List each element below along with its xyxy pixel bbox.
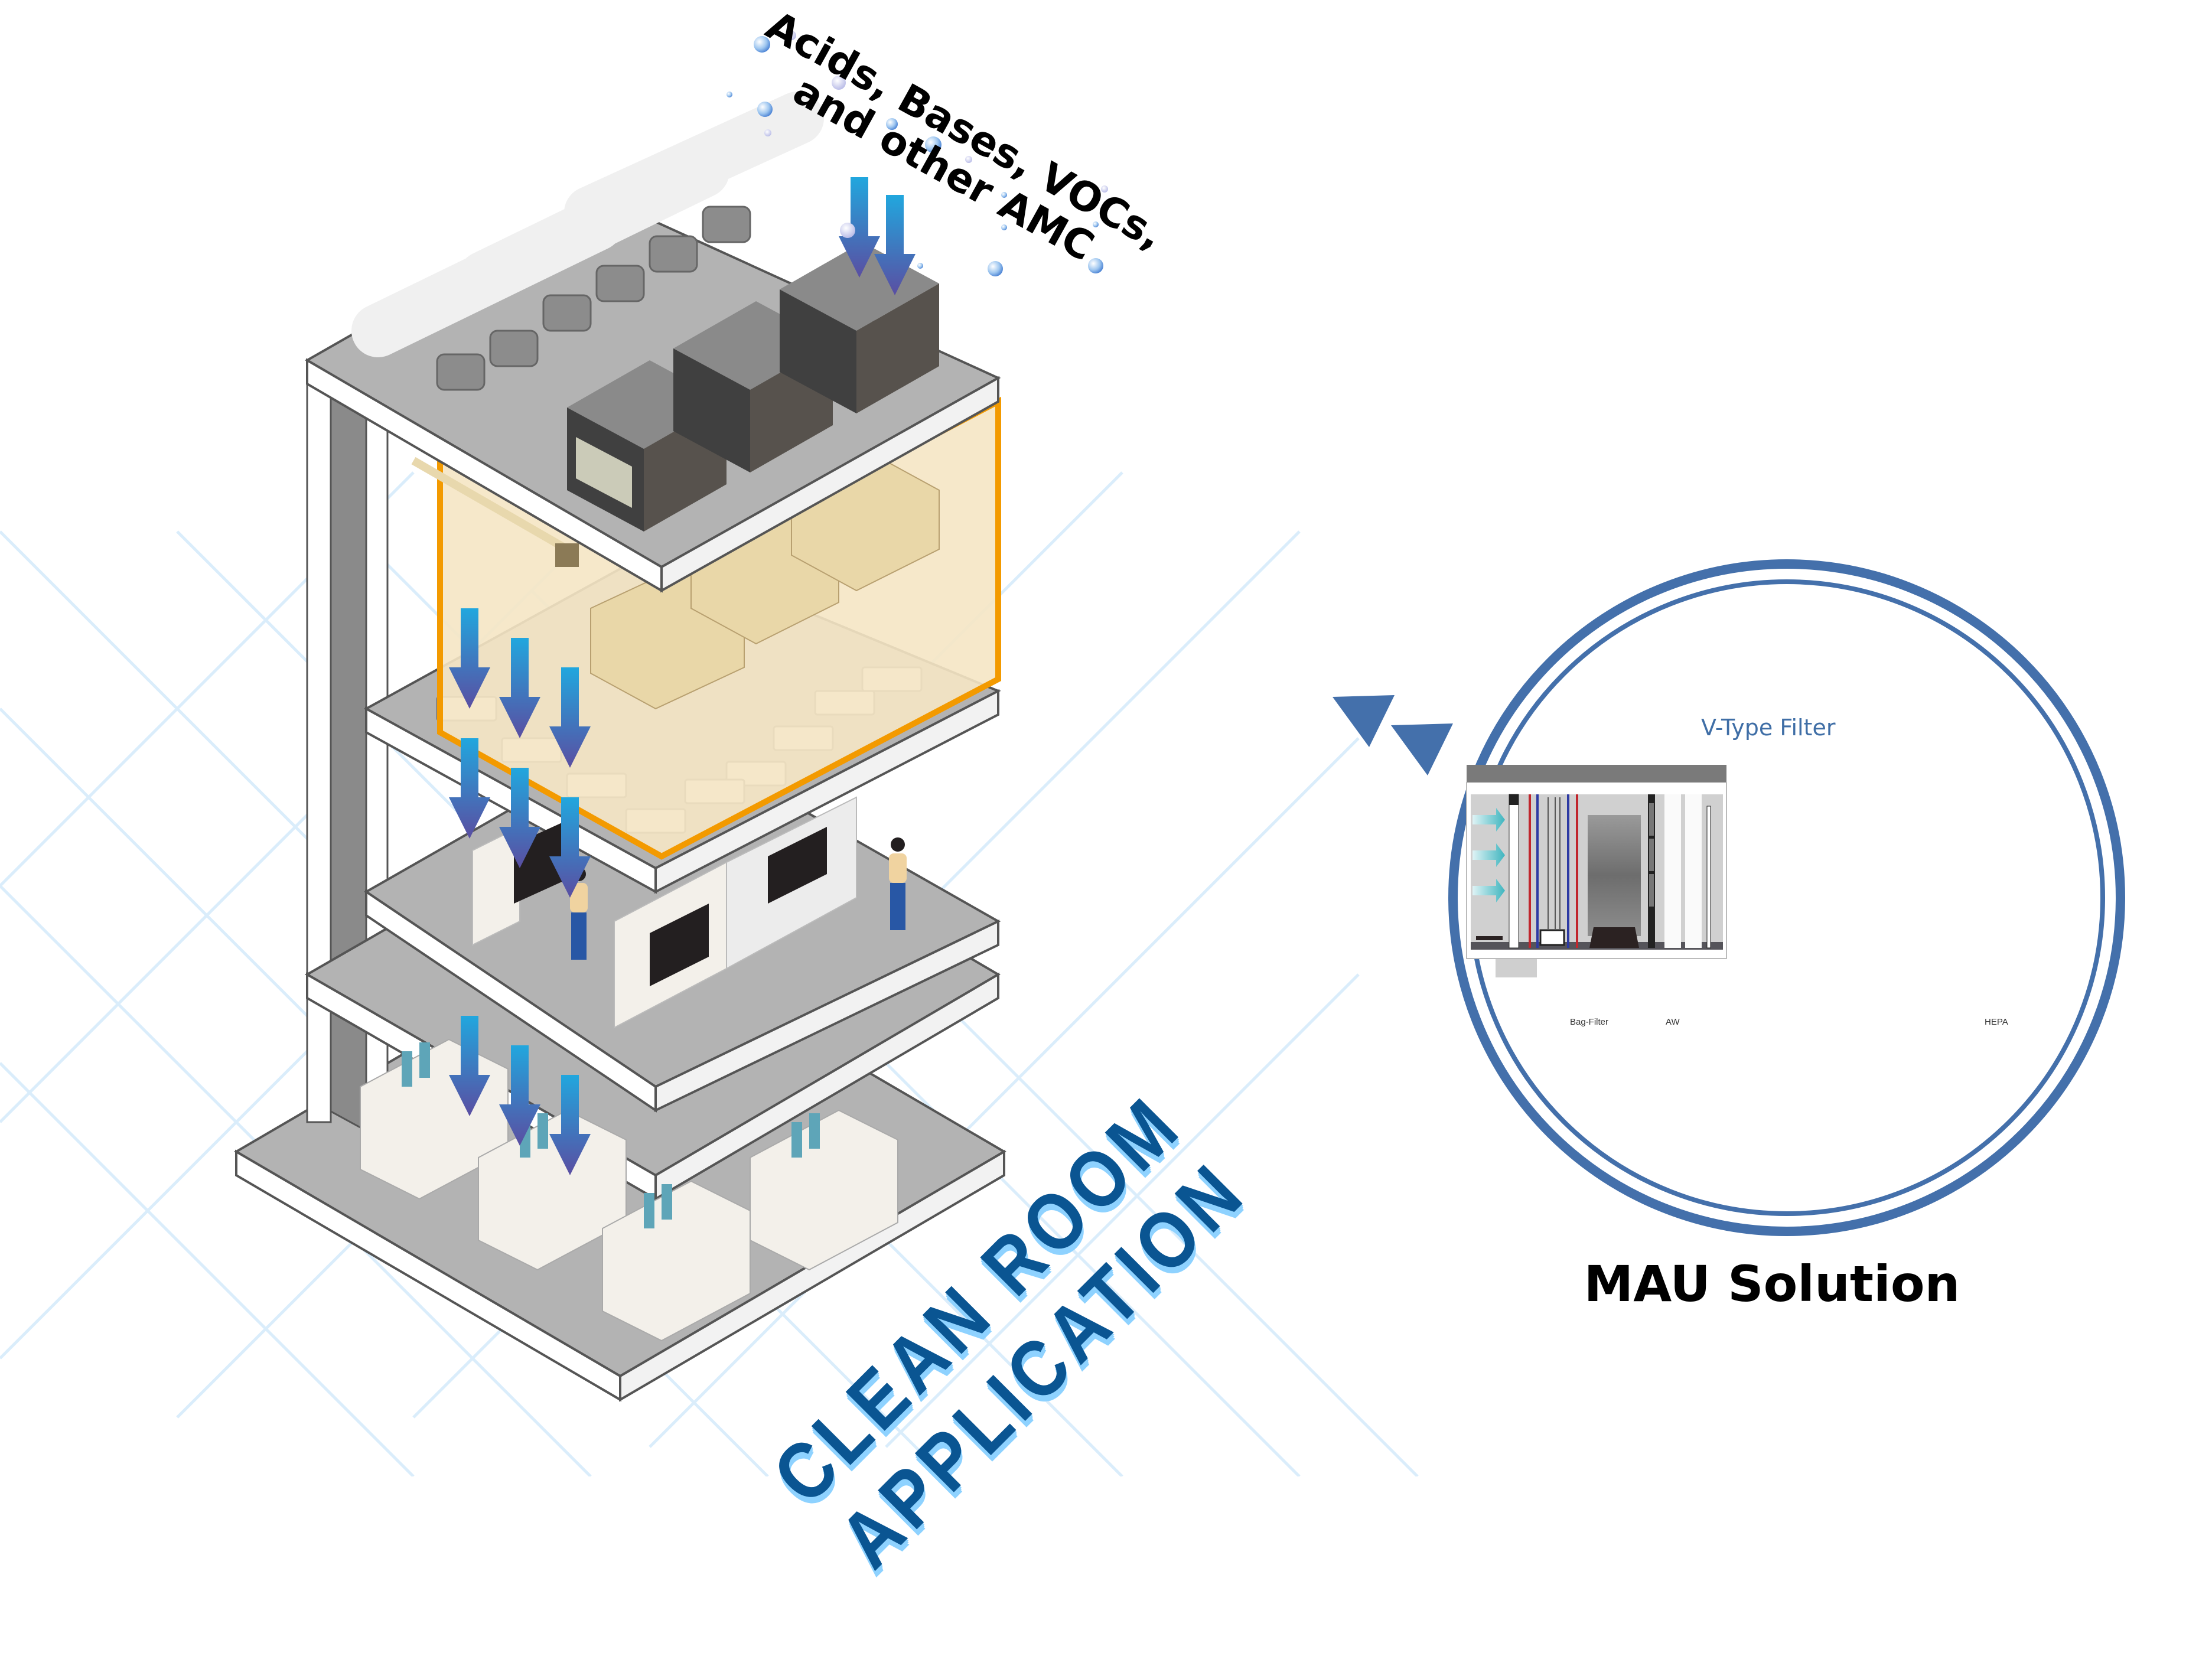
process-equipment <box>360 1038 898 1342</box>
aw-label: AW <box>1666 1017 1680 1027</box>
down-arrow-icon <box>499 638 540 738</box>
pointer-triangles <box>1333 695 1453 775</box>
control-consoles <box>472 796 907 1029</box>
down-arrow-icon <box>549 797 591 898</box>
v-type-filter-label: V-Type Filter <box>1701 715 1836 741</box>
down-arrow-icon <box>449 1016 490 1116</box>
down-arrow-icon <box>549 667 591 768</box>
pointer-triangle-icon <box>1391 723 1453 775</box>
pointer-triangle-icon <box>1333 695 1395 747</box>
mau-section-body <box>1466 765 1727 959</box>
operator-figure <box>889 837 907 930</box>
intake-arrow-icon <box>1473 843 1505 867</box>
intake-arrow-icon <box>1473 808 1505 832</box>
clean-room-diagram: Acids, Bases, VOCs, and other AMC CLEAN … <box>0 2 2125 1585</box>
down-arrow-icon <box>449 608 490 709</box>
rooftop-ducts <box>351 92 824 391</box>
down-arrow-icon <box>874 195 916 295</box>
hepa-label: HEPA <box>1985 1017 2008 1027</box>
bag-filter-label: Bag-Filter <box>1570 1017 1609 1027</box>
down-arrow-icon <box>449 738 490 839</box>
airflow-arrows <box>449 177 916 1175</box>
down-arrow-icon <box>839 177 880 278</box>
mau-solution-title: MAU Solution <box>1584 1255 1960 1313</box>
intake-arrow-icon <box>1473 879 1505 902</box>
down-arrow-icon <box>499 1045 540 1146</box>
down-arrow-icon <box>549 1075 591 1175</box>
amc-bubbles <box>727 31 1108 276</box>
down-arrow-icon <box>499 768 540 868</box>
illustration-canvas <box>0 31 2125 1476</box>
